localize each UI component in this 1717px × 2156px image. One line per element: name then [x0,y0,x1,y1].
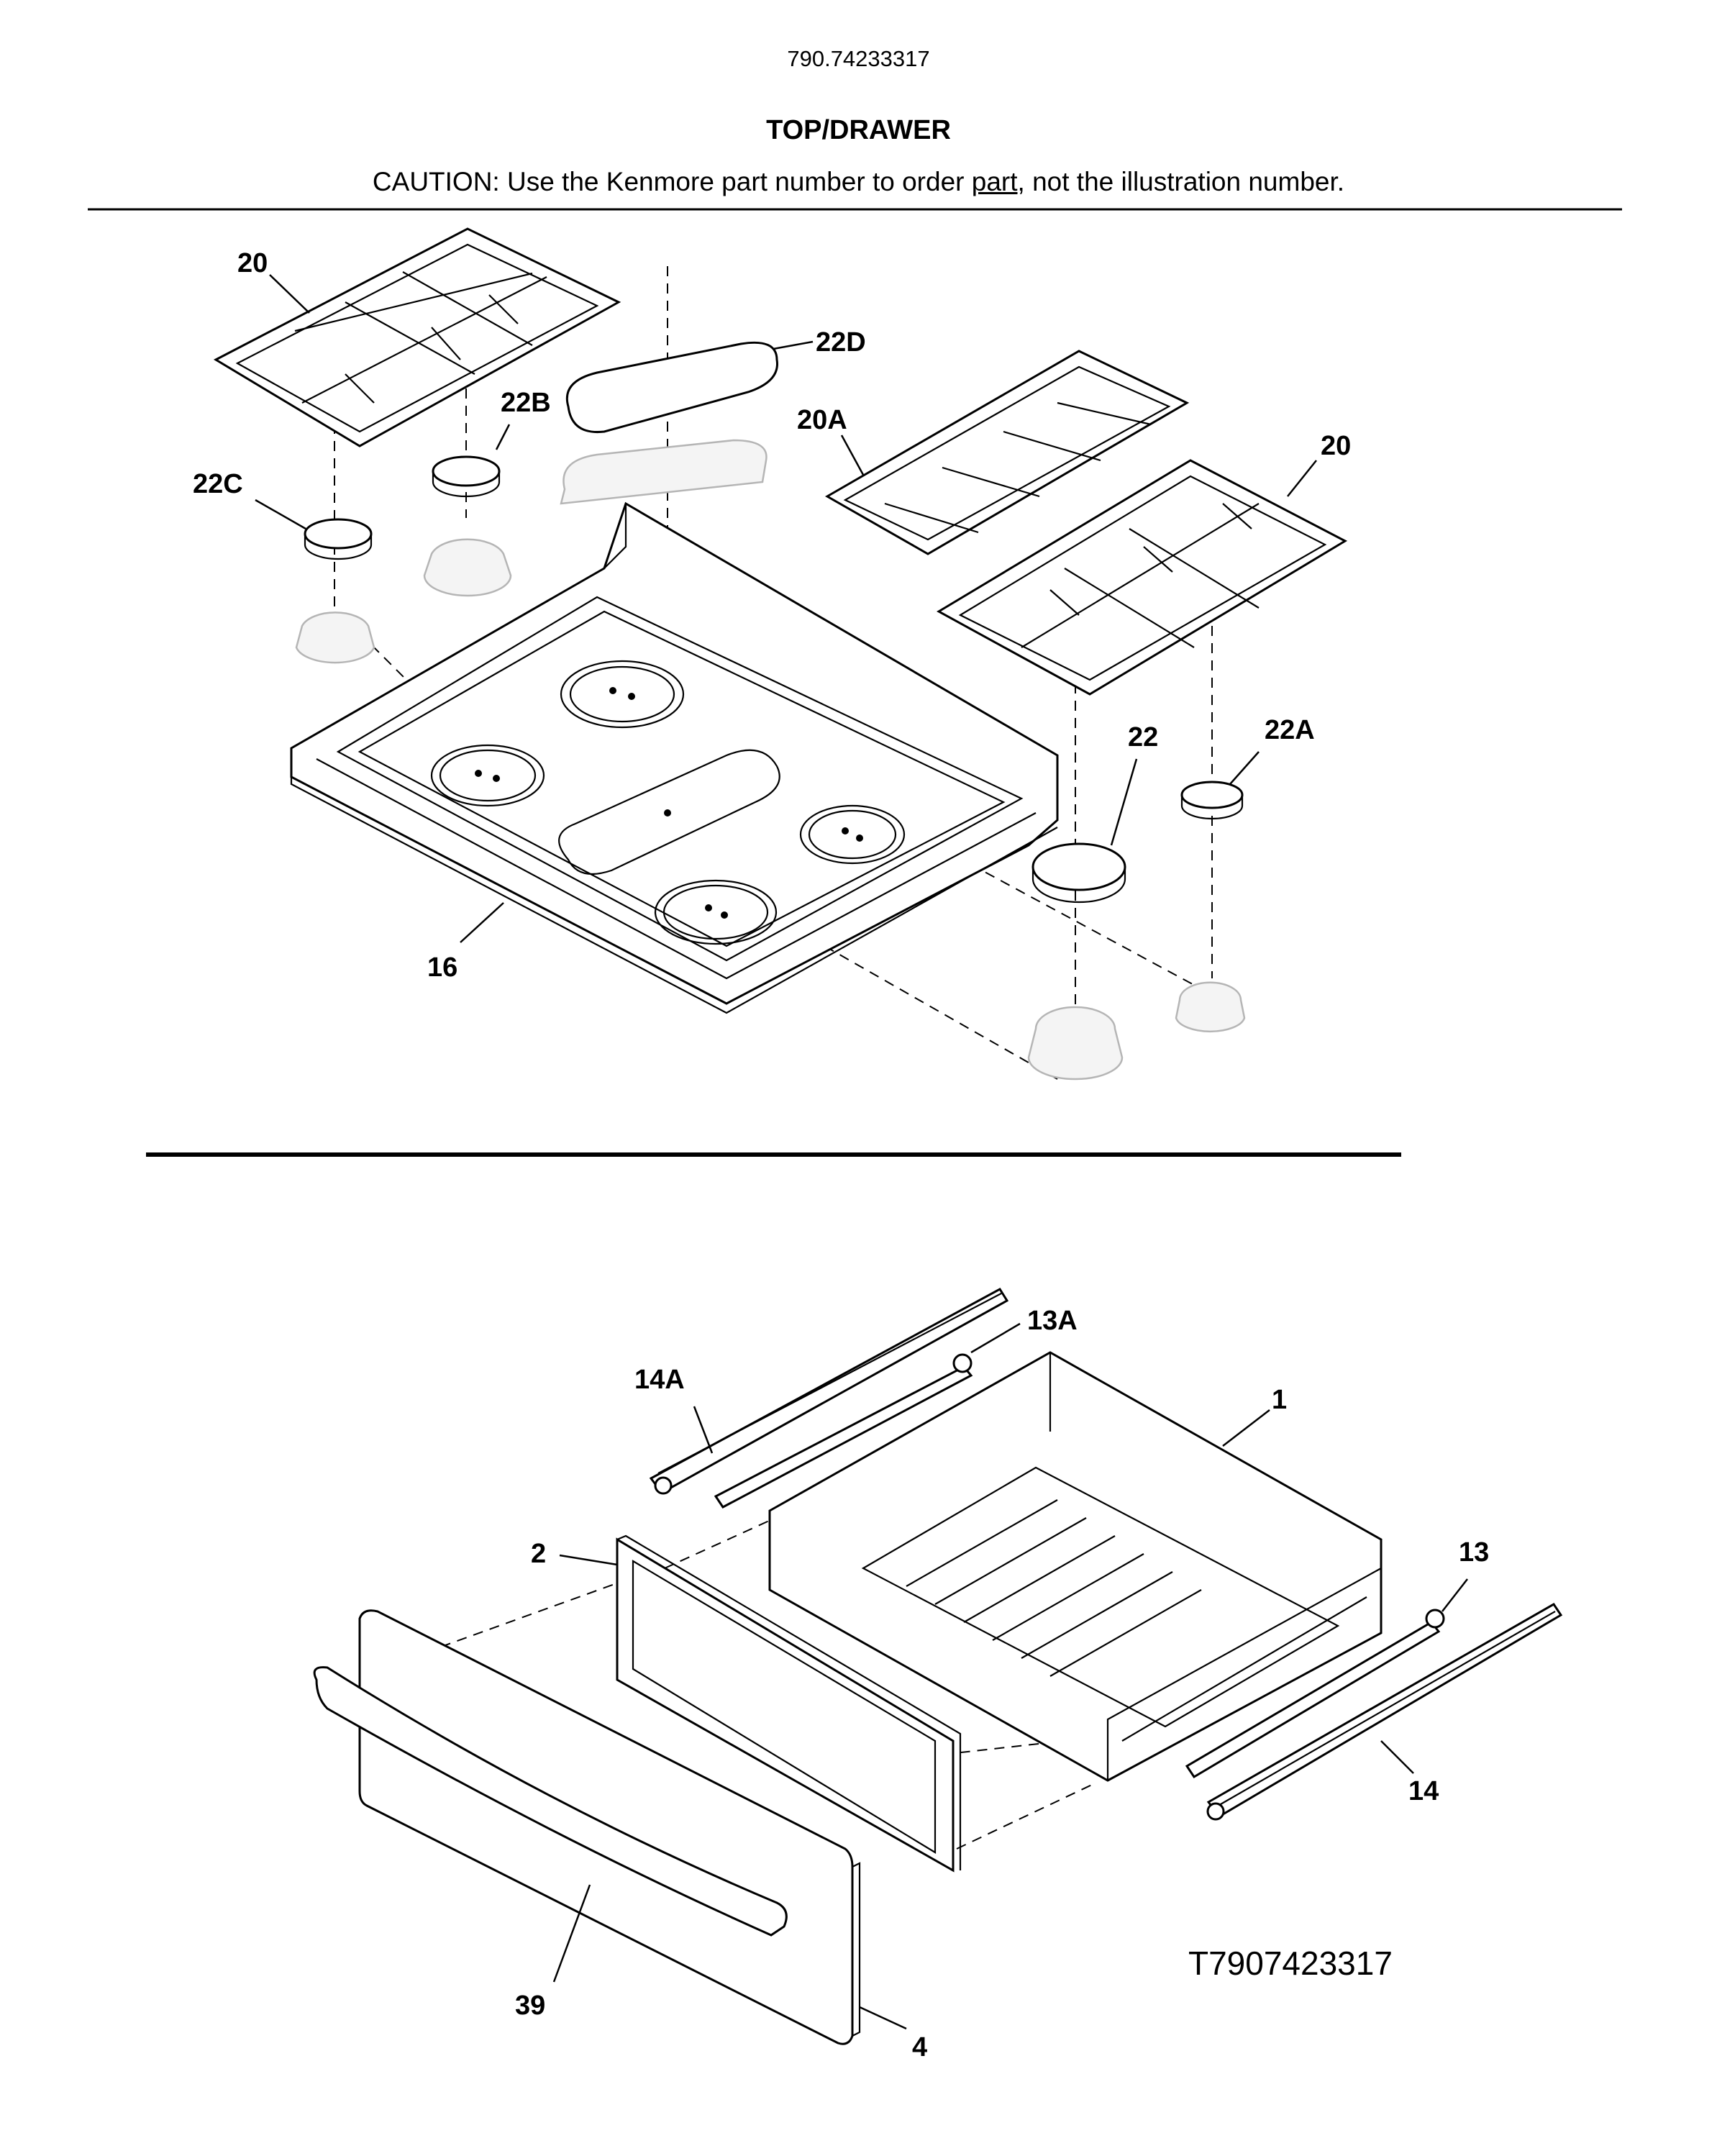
cap-22a [1180,781,1244,820]
handle-39 [313,1666,788,1937]
section-title: TOP/DRAWER [766,115,951,145]
grate-center-20a [824,350,1190,555]
callout-13: 13 [1459,1537,1489,1568]
grate-left-20 [213,227,621,447]
diagram-id: T7907423317 [1188,1945,1393,1982]
drawer-body-1 [768,1351,1383,1782]
cap-22b [432,455,501,498]
burner-base-ghosts [295,439,1246,1081]
callout-22a: 22A [1265,715,1315,745]
callout-1: 1 [1272,1385,1287,1415]
drawer-inner-front-2 [616,1534,962,1873]
callout-2: 2 [531,1539,546,1569]
callout-22d: 22D [816,327,866,358]
callout-22: 22 [1128,722,1158,752]
cap-22d [566,341,778,434]
cap-22c [304,518,373,560]
cooktop-16 [290,501,1059,1014]
caution-notice: CAUTION: Use the Kenmore part number to … [0,167,1717,197]
callout-4: 4 [912,2032,927,2062]
caution-text-end: , not the illustration number. [1017,167,1345,196]
rail-right-14 [1206,1603,1563,1821]
callout-22c: 22C [193,469,243,499]
leader-lines-bottom [552,1322,1468,2030]
cap-22 [1031,842,1126,904]
rail-left-13a [714,1353,973,1509]
callout-20a: 20A [797,405,847,435]
callout-14a: 14A [634,1365,685,1395]
callout-22b: 22B [501,388,551,418]
callout-16: 16 [427,952,457,983]
grate-right-20 [936,459,1348,696]
part-link[interactable]: part [971,167,1018,196]
rail-left-14a [649,1288,1009,1495]
burner-caps [304,341,1244,904]
callout-20-right: 20 [1321,431,1351,461]
callout-14: 14 [1408,1776,1439,1806]
leader-lines-top [255,274,1317,943]
callout-20-left: 20 [237,248,268,278]
rail-right-13 [1185,1609,1445,1779]
callout-13a: 13A [1027,1306,1078,1336]
caution-text: CAUTION: Use the Kenmore part number to … [372,167,972,196]
model-number: 790.74233317 [787,46,930,71]
callout-39: 39 [515,1991,545,2021]
